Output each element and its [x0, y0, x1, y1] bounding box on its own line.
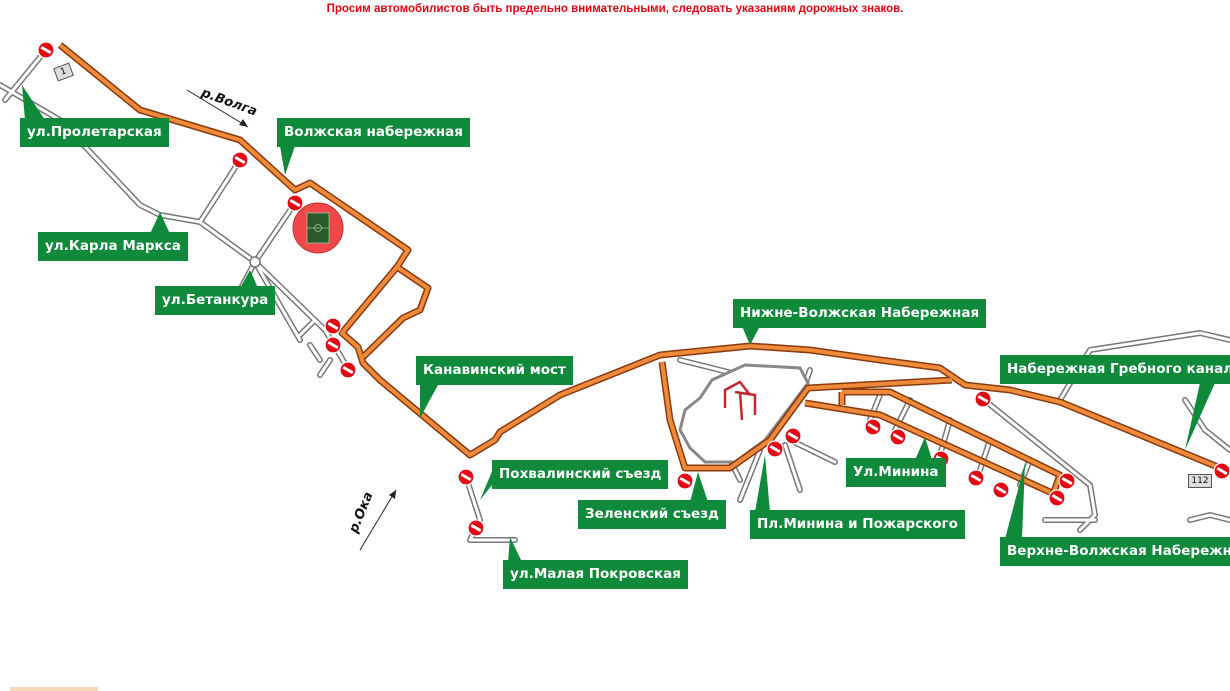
- label-pokhvalinsky: Похвалинский съезд: [492, 460, 669, 489]
- oka-flow-arrow: [359, 489, 397, 551]
- no-entry-sign-icon: [339, 361, 357, 379]
- label-grebnogo-kanala: Набережная Гребного канала: [1000, 355, 1230, 384]
- no-entry-sign-icon: [457, 468, 475, 486]
- kremlin-wall: [678, 363, 810, 464]
- label-malaya-pokrovskaya: ул.Малая Покровская: [503, 560, 688, 589]
- legend-swatch: [10, 687, 98, 691]
- label-nizhne-volzhskaya: Нижне-Волжская Набережная: [733, 299, 987, 328]
- label-karla-marksa: ул.Карла Маркса: [38, 232, 188, 261]
- label-proletarskaya: ул.Пролетарская: [20, 118, 169, 147]
- volga-flow-arrow: [186, 89, 249, 128]
- no-entry-sign-icon: [974, 390, 992, 408]
- no-entry-sign-icon: [286, 194, 304, 212]
- no-entry-sign-icon: [1048, 489, 1066, 507]
- no-entry-sign-icon: [324, 336, 342, 354]
- no-entry-sign-icon: [676, 472, 694, 490]
- no-entry-sign-icon: [967, 469, 985, 487]
- label-pointers: [22, 85, 1215, 562]
- label-zelensky: Зеленский съезд: [578, 500, 726, 529]
- label-minina-pozharskogo: Пл.Минина и Пожарского: [750, 510, 965, 539]
- label-volzhskaya: Волжская набережная: [277, 118, 470, 147]
- label-minina: Ул.Минина: [846, 458, 946, 487]
- label-betankura: ул.Бетанкура: [155, 286, 276, 315]
- no-entry-sign-icon: [889, 428, 907, 446]
- no-entry-sign-icon: [1058, 472, 1076, 490]
- road-number-112: 112: [1188, 474, 1212, 488]
- stadium-icon: [292, 202, 344, 254]
- no-entry-sign-icon: [467, 519, 485, 537]
- no-entry-sign-icon: [766, 440, 784, 458]
- kremlin-logo-icon: [723, 380, 757, 421]
- no-entry-sign-icon: [37, 41, 55, 59]
- volga-flow-arrowhead: [239, 119, 248, 127]
- no-entry-sign-icon: [1213, 462, 1230, 480]
- label-kanavinsky-bridge: Канавинский мост: [416, 356, 573, 385]
- no-entry-sign-icon: [992, 481, 1010, 499]
- oka-flow-arrowhead: [389, 490, 396, 499]
- no-entry-sign-icon: [324, 317, 342, 335]
- warning-text: Просим автомобилистов быть предельно вни…: [326, 3, 904, 15]
- no-entry-sign-icon: [784, 427, 802, 445]
- no-entry-sign-icon: [864, 418, 882, 436]
- no-entry-sign-icon: [231, 151, 249, 169]
- label-verkhne-volzhskaya: Верхне-Волжская Набережная: [1000, 537, 1230, 566]
- closed-route: [60, 45, 1230, 497]
